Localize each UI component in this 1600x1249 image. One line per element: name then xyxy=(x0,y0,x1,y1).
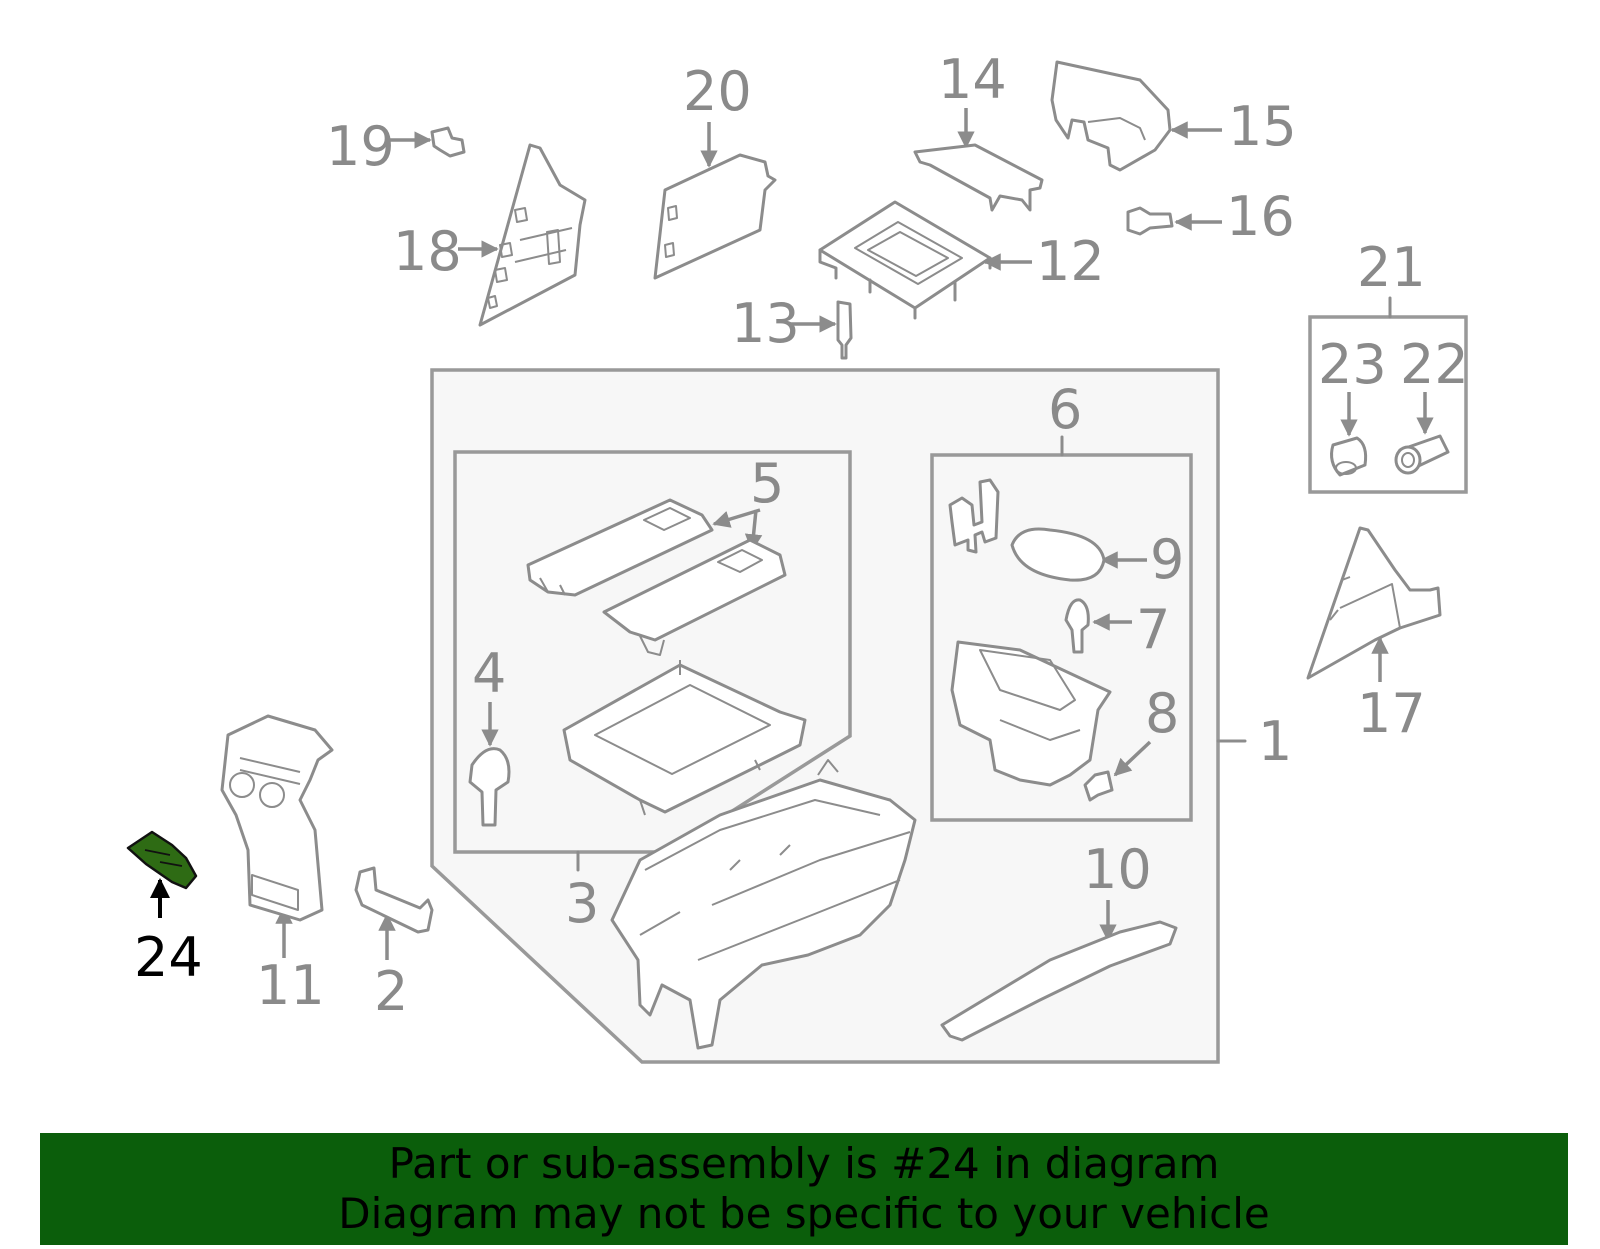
part-15[interactable]: 15 xyxy=(1050,60,1297,172)
callout-12[interactable]: 12 xyxy=(1036,230,1105,293)
callout-14[interactable]: 14 xyxy=(938,48,1007,111)
part-4[interactable]: 4 xyxy=(468,642,511,827)
part-12[interactable]: 12 xyxy=(818,200,1105,320)
banner-line-2: Diagram may not be specific to your vehi… xyxy=(338,1189,1270,1238)
callout-15[interactable]: 15 xyxy=(1228,95,1297,158)
parts-diagram: 1 3 6 21 23 22 19 xyxy=(126,48,1469,1064)
part-24[interactable]: 24 xyxy=(126,830,203,989)
part-20[interactable]: 20 xyxy=(653,60,777,280)
callout-5[interactable]: 5 xyxy=(750,452,784,515)
callout-22[interactable]: 22 xyxy=(1400,333,1469,396)
part-6-cupholder xyxy=(950,640,1112,787)
callout-3[interactable]: 3 xyxy=(565,872,599,935)
callout-7[interactable]: 7 xyxy=(1136,598,1170,661)
part-6-bracket xyxy=(948,478,1000,554)
part-14[interactable]: 14 xyxy=(913,48,1044,212)
callout-23[interactable]: 23 xyxy=(1318,333,1387,396)
part-3-tray xyxy=(562,660,807,816)
part-5[interactable]: 5 xyxy=(526,452,787,656)
callout-24[interactable]: 24 xyxy=(134,926,203,989)
part-2[interactable]: 2 xyxy=(354,866,434,1023)
callout-13[interactable]: 13 xyxy=(731,292,800,355)
part-23-drawing[interactable] xyxy=(1330,436,1368,477)
callout-9[interactable]: 9 xyxy=(1150,528,1184,591)
part-7[interactable]: 7 xyxy=(1064,598,1170,661)
part-13[interactable]: 13 xyxy=(731,292,853,360)
callout-8[interactable]: 8 xyxy=(1145,682,1179,745)
callout-18[interactable]: 18 xyxy=(393,220,462,283)
part-18[interactable]: 18 xyxy=(393,143,587,327)
banner-line-1: Part or sub-assembly is #24 in diagram xyxy=(388,1139,1220,1188)
callout-6[interactable]: 6 xyxy=(1048,378,1082,441)
callout-17[interactable]: 17 xyxy=(1357,682,1426,745)
callout-19[interactable]: 19 xyxy=(326,115,395,178)
part-8[interactable]: 8 xyxy=(1083,682,1179,802)
info-banner: Part or sub-assembly is #24 in diagram D… xyxy=(40,1133,1568,1245)
callout-11[interactable]: 11 xyxy=(256,954,325,1017)
part-10[interactable]: 10 xyxy=(940,838,1178,1042)
part-22-drawing[interactable] xyxy=(1394,434,1450,475)
part-11[interactable]: 11 xyxy=(220,714,334,1017)
callout-16[interactable]: 16 xyxy=(1226,185,1295,248)
part-1-console xyxy=(610,759,917,1050)
part-19[interactable]: 19 xyxy=(326,115,466,178)
callout-1[interactable]: 1 xyxy=(1258,710,1292,773)
box-21: 21 23 22 xyxy=(1308,236,1469,494)
callout-4[interactable]: 4 xyxy=(472,642,506,705)
callout-21[interactable]: 21 xyxy=(1357,236,1426,299)
callout-20[interactable]: 20 xyxy=(683,60,752,123)
part-17[interactable]: 17 xyxy=(1306,526,1442,745)
part-16[interactable]: 16 xyxy=(1126,185,1295,248)
callout-2[interactable]: 2 xyxy=(374,960,408,1023)
callout-10[interactable]: 10 xyxy=(1083,838,1152,901)
part-9[interactable]: 9 xyxy=(1010,527,1184,591)
